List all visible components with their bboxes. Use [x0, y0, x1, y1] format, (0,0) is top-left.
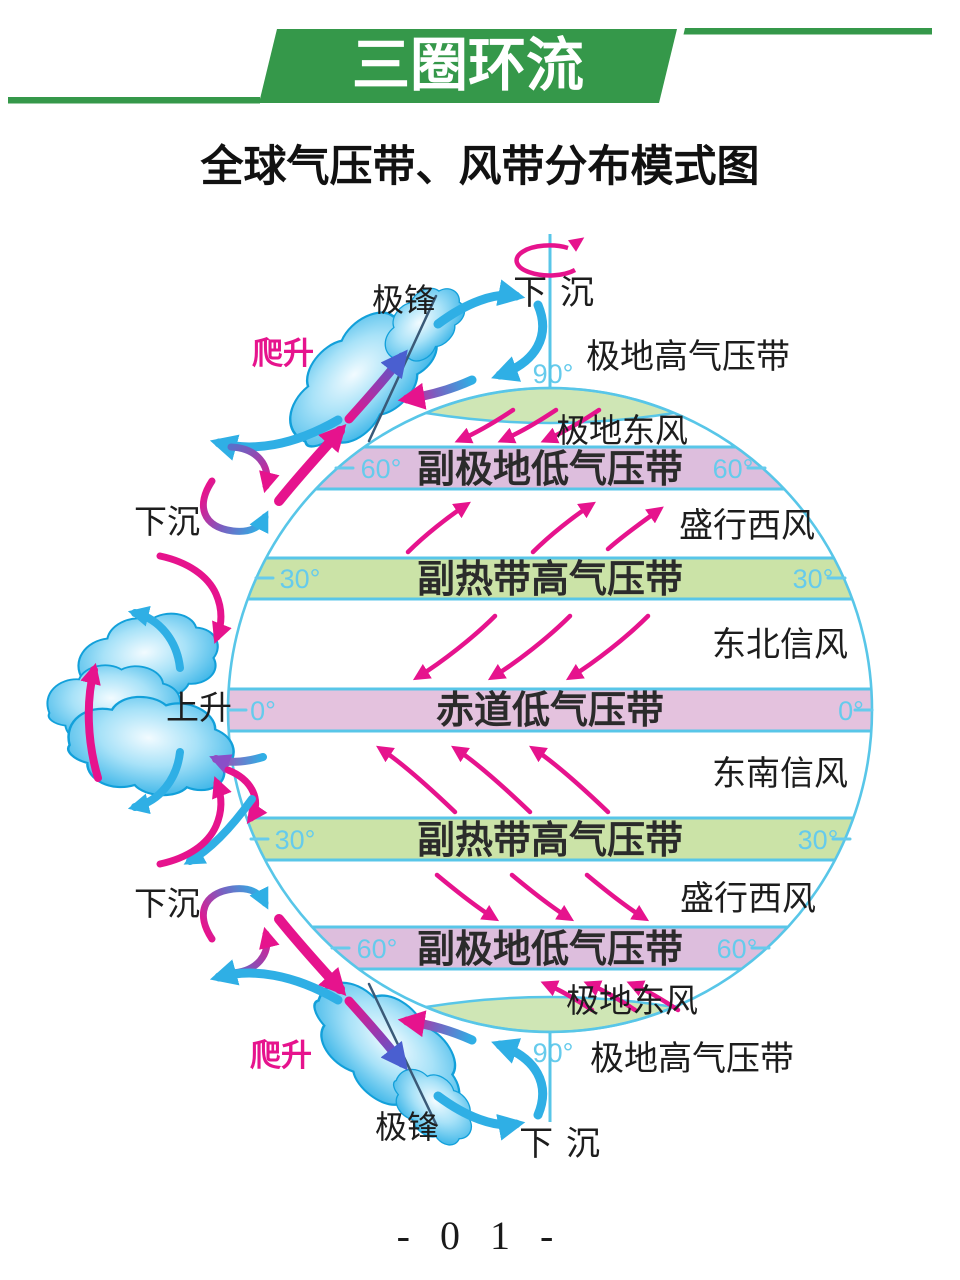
s-polar-aloft-arrow [433, 1091, 526, 1141]
anno-polar-front-n: 极锋 [372, 282, 436, 318]
rotation-arrowhead-icon [567, 237, 585, 252]
anno-sink-30n: 下沉 [134, 503, 200, 540]
circulation-annotations: 下沉 极锋 爬升 下沉 上升 下沉 爬升 极锋 下沉 [134, 274, 613, 1163]
globe: 副极地低气压带 副热带高气压带 赤道低气压带 副热带高气压带 副极地低气压带 [226, 386, 874, 1034]
polar-easterlies-n-arrows [454, 407, 602, 444]
n-polar-sink-arrow [491, 300, 548, 382]
polar-axis [514, 234, 585, 1122]
label-polar-easterlies-n: 极地东风 [556, 412, 688, 449]
eq-rise-arrow [80, 662, 102, 782]
banner-title: 三圈环流 [352, 33, 584, 98]
belt-label-subpolar-low-s: 副极地低气压带 [417, 929, 683, 971]
s-front-updraft-arrow [344, 996, 408, 1071]
lat-90-bottom: 90° [533, 1038, 574, 1068]
eq-inflow-arrow [209, 753, 267, 774]
rotation-ellipse [514, 243, 577, 278]
anno-sink-bottom: 下沉 [519, 1125, 613, 1163]
eq-cloud-south-arrow [127, 748, 184, 815]
belt-label-subtropical-high-n: 副热带高气压带 [417, 559, 683, 601]
lat-30s-left: 30° [275, 825, 316, 855]
label-polar-high-s: 极地高气压带 [590, 1040, 794, 1078]
westerlies-n-arrows [405, 501, 664, 555]
band-subtropical-high-s [228, 816, 872, 862]
s-polar-surface-arrow [397, 1010, 477, 1045]
s-climb-arrow [274, 914, 347, 997]
n-ferrel-loop-lower [200, 477, 269, 535]
label-polar-easterlies-s: 极地东风 [566, 982, 698, 1019]
lat-60n-right: 60° [713, 454, 754, 484]
n-front-updraft-arrow [344, 349, 408, 424]
eq-cloud-top-arrow [127, 605, 184, 672]
belt-label-subtropical-high-s: 副热带高气压带 [417, 820, 683, 862]
n-climb-arrow [274, 423, 347, 506]
page-number: - 0 1 - [397, 1213, 564, 1258]
lat-30s-right: 30° [798, 825, 839, 855]
anno-polar-front-s: 极锋 [375, 1109, 439, 1145]
banner: 三圈环流 [8, 28, 932, 104]
n-polar-surface-arrow [397, 375, 477, 410]
anno-sink-top: 下沉 [513, 274, 607, 312]
belt-label-equatorial-low: 赤道低气压带 [436, 690, 664, 732]
anno-climb-s: 爬升 [250, 1038, 312, 1073]
lat-30n-left: 30° [280, 564, 321, 594]
banner-parallelogram [259, 29, 677, 103]
anno-climb-n: 爬升 [252, 336, 314, 371]
anno-sink-30s: 下沉 [134, 885, 200, 922]
circulation-cells [46, 272, 548, 1158]
label-ne-trades: 东北信风 [712, 626, 848, 664]
s-hadley-surface-arrow [156, 776, 232, 868]
page-title: 全球气压带、风带分布模式图 [200, 142, 760, 191]
band-subtropical-high-n [228, 556, 872, 601]
lat-90-top: 90° [533, 359, 574, 389]
eq-cloud-bottom-arrow [183, 795, 256, 865]
eq-hook-arrow [224, 766, 268, 825]
s-polar-sink-arrow [491, 1038, 548, 1120]
label-westerlies-s: 盛行西风 [680, 880, 816, 918]
lat-30n-right: 30° [793, 564, 834, 594]
label-polar-high-n: 极地高气压带 [586, 338, 790, 376]
latitude-labels: 60° 60° 30° 30° 0° 0° 30° 30° 60° 60° 90… [227, 359, 874, 1068]
westerlies-s-arrows [434, 872, 650, 922]
label-se-trades: 东南信风 [712, 755, 848, 793]
se-trade-arrows [376, 745, 611, 815]
s-ferrel-loop-lower [200, 885, 269, 943]
belt-label-subpolar-low-n: 副极地低气压带 [417, 449, 683, 491]
wind-arrows [376, 407, 681, 1013]
lat-60s-right: 60° [717, 934, 758, 964]
banner-left-strip [8, 97, 260, 104]
label-westerlies-n: 盛行西风 [679, 507, 815, 545]
lat-60n-left: 60° [361, 454, 402, 484]
s-ferrel-loop-upper [227, 926, 280, 977]
wind-labels: 极地高气压带 极地东风 盛行西风 东北信风 东南信风 盛行西风 极地东风 极地高… [556, 338, 848, 1078]
band-equatorial-low [228, 687, 872, 733]
lat-0-left: 0° [250, 696, 276, 726]
banner-right-strip [683, 28, 932, 35]
ne-trade-arrows [412, 613, 651, 681]
polar-easterlies-s-arrows [540, 980, 681, 1013]
n-polar-aloft-arrow [433, 279, 526, 329]
lat-60s-left: 60° [357, 934, 398, 964]
anno-rise: 上升 [166, 689, 232, 726]
n-ferrel-loop-upper [227, 443, 280, 494]
n-hadley-surface-arrow [156, 552, 232, 644]
